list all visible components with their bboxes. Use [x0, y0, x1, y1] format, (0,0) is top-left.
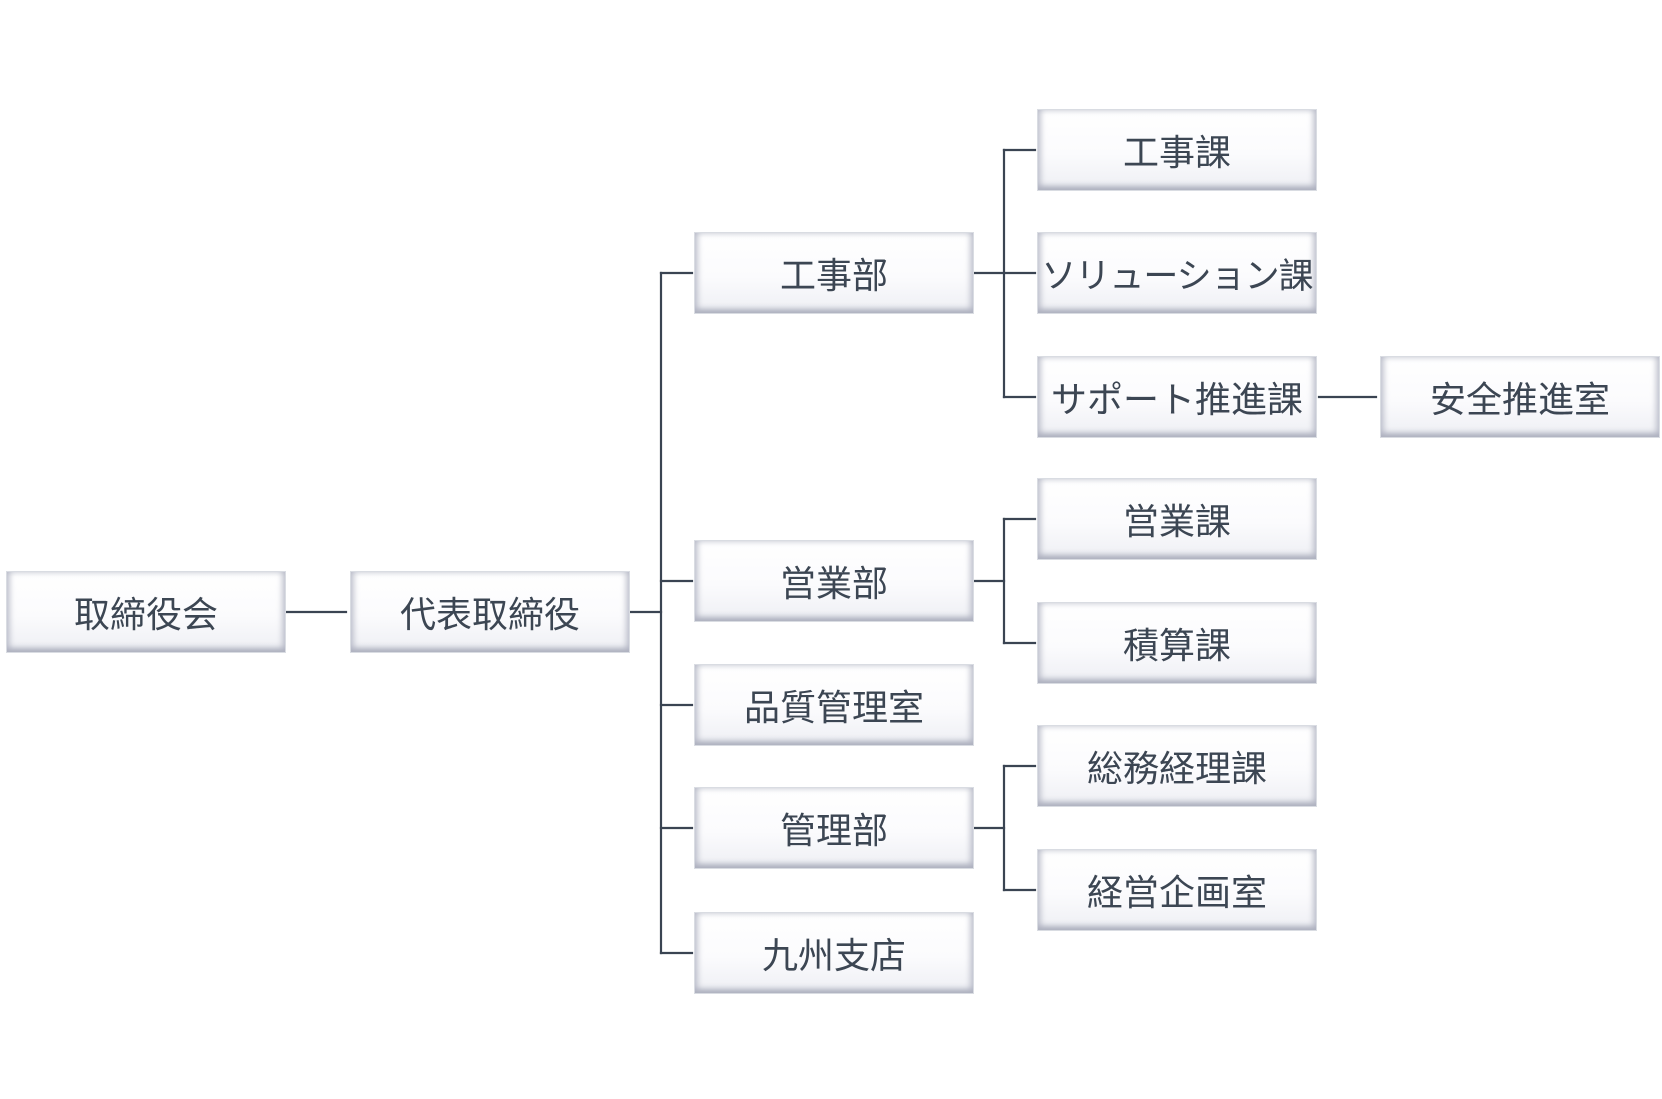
business-planning-office-label: 経営企画室: [1086, 873, 1267, 914]
support-section-label: サポート推進課: [1050, 380, 1303, 421]
general-accounting-section-box: 総務経理課: [1037, 725, 1317, 807]
solution-section-box: ソリューション課: [1037, 232, 1317, 314]
construction-dept-label: 工事部: [779, 256, 888, 297]
sales-section-label: 営業課: [1122, 502, 1231, 543]
president-label: 代表取締役: [399, 595, 580, 636]
quality-office-label: 品質管理室: [743, 688, 924, 729]
sales-dept-box: 営業部: [694, 540, 974, 622]
construction-dept-box: 工事部: [694, 232, 974, 314]
safety-promotion-office-box: 安全推進室: [1380, 356, 1660, 438]
kyushu-branch-label: 九州支店: [761, 936, 906, 977]
general-accounting-section-label: 総務経理課: [1086, 749, 1267, 790]
safety-promotion-office-label: 安全推進室: [1429, 380, 1610, 421]
business-planning-office-box: 経営企画室: [1037, 849, 1317, 931]
sales-dept-label: 営業部: [779, 564, 888, 605]
support-section-box: サポート推進課: [1037, 356, 1317, 438]
estimation-section-box: 積算課: [1037, 602, 1317, 684]
kyushu-branch-box: 九州支店: [694, 912, 974, 994]
management-dept-box: 管理部: [694, 787, 974, 869]
solution-section-label: ソリューション課: [1041, 256, 1313, 297]
construction-section-box: 工事課: [1037, 109, 1317, 191]
board-of-directors-label: 取締役会: [73, 595, 218, 636]
sales-section-box: 営業課: [1037, 478, 1317, 560]
management-dept-label: 管理部: [779, 811, 888, 852]
board-of-directors-box: 取締役会: [6, 571, 286, 653]
president-box: 代表取締役: [350, 571, 630, 653]
construction-section-label: 工事課: [1122, 133, 1231, 174]
quality-office-box: 品質管理室: [694, 664, 974, 746]
estimation-section-label: 積算課: [1122, 626, 1231, 667]
